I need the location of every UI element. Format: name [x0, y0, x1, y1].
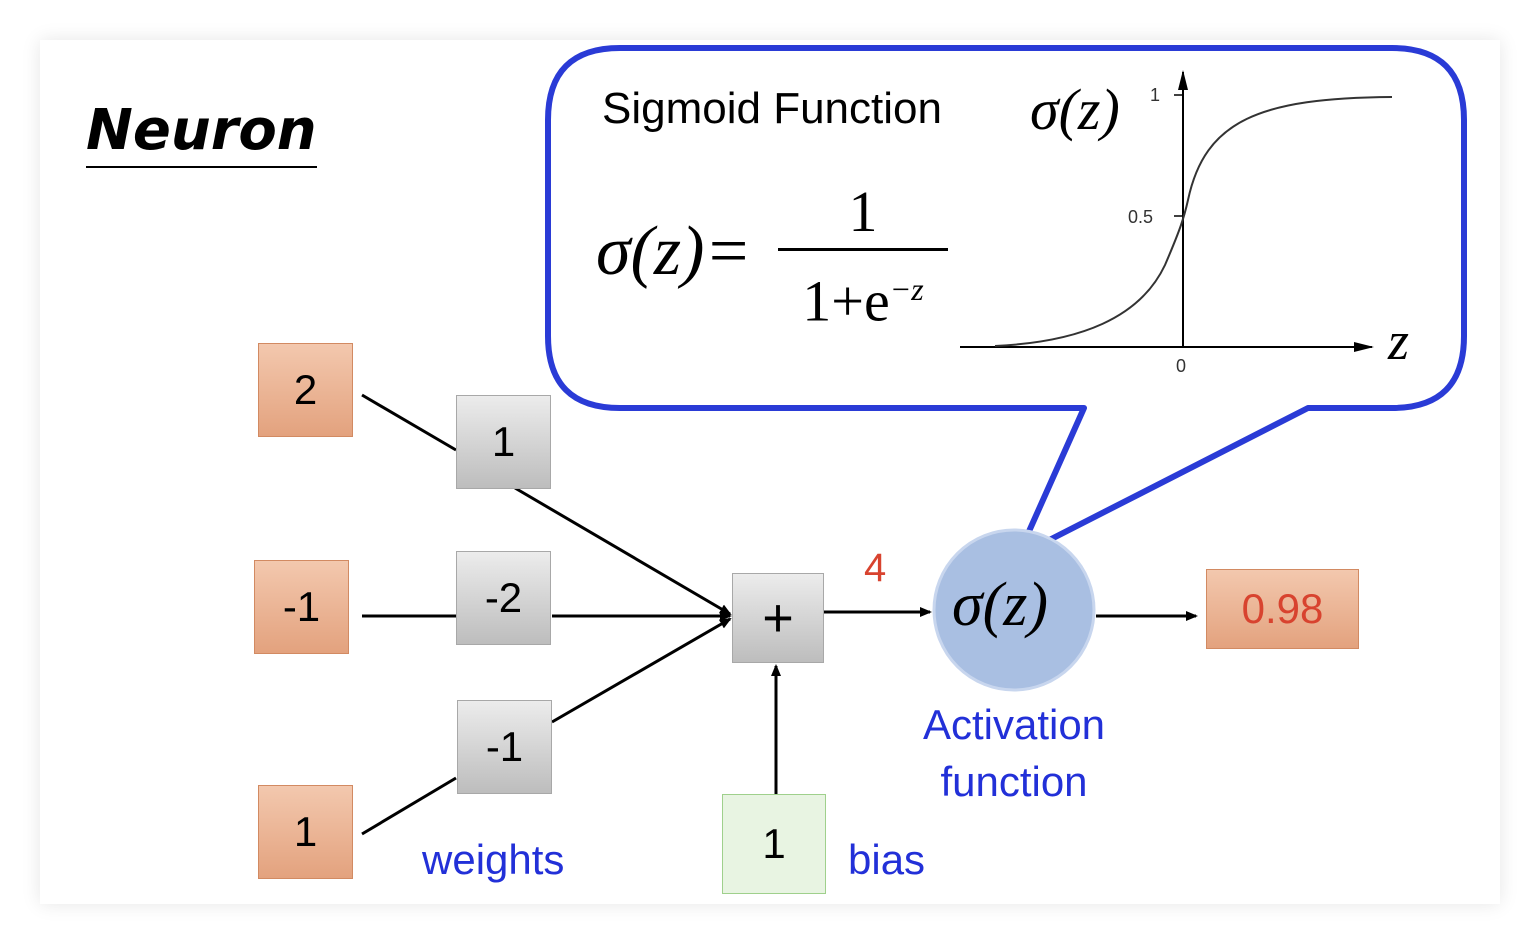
callout-bubble	[545, 45, 1467, 559]
callout-title: Sigmoid Function	[602, 84, 942, 133]
activation-symbol: σ(z)	[952, 571, 1048, 639]
formula-denominator: 1+e−z	[802, 268, 924, 334]
fraction-bar	[778, 248, 948, 251]
activation-node	[932, 528, 1096, 692]
activation-label-line2: function	[940, 758, 1088, 805]
graph-axis-label: z	[1388, 311, 1410, 371]
input-box-1: 2	[258, 343, 353, 437]
edge-weight1-sum	[514, 486, 732, 616]
sum-box: +	[732, 573, 824, 663]
formula-numerator: 1	[848, 179, 878, 244]
tick-label-y-top: 1	[1150, 85, 1160, 105]
output-box: 0.98	[1206, 569, 1359, 649]
input-box-2: -1	[254, 560, 349, 654]
formula-fraction: 1 1+e−z	[778, 180, 948, 333]
sigmoid-curve	[994, 96, 1393, 347]
graph-sigma-label: σ(z)	[1030, 77, 1120, 142]
formula-exponent: −z	[889, 271, 924, 307]
edge-input1-weight1	[361, 393, 457, 452]
edge-weight3-sum	[551, 617, 732, 724]
weight-box-2: -2	[456, 551, 551, 645]
bias-box: 1	[722, 794, 826, 894]
edge-input3-weight3	[361, 776, 457, 836]
weight-box-1: 1	[456, 395, 551, 489]
activation-label-line1: Activation	[922, 701, 1106, 748]
formula-lhs: σ(z)=	[596, 213, 752, 290]
tick-label-x-zero: 0	[1176, 356, 1186, 376]
weights-label: weights	[422, 836, 565, 883]
page-title: Neuron	[86, 100, 317, 168]
tick-label-y-mid: 0.5	[1128, 207, 1153, 227]
sum-value-label: 4	[864, 546, 887, 590]
bias-label: bias	[848, 836, 926, 883]
weight-box-3: -1	[457, 700, 552, 794]
activation-label: Activation function	[900, 693, 1128, 813]
input-box-3: 1	[258, 785, 353, 879]
